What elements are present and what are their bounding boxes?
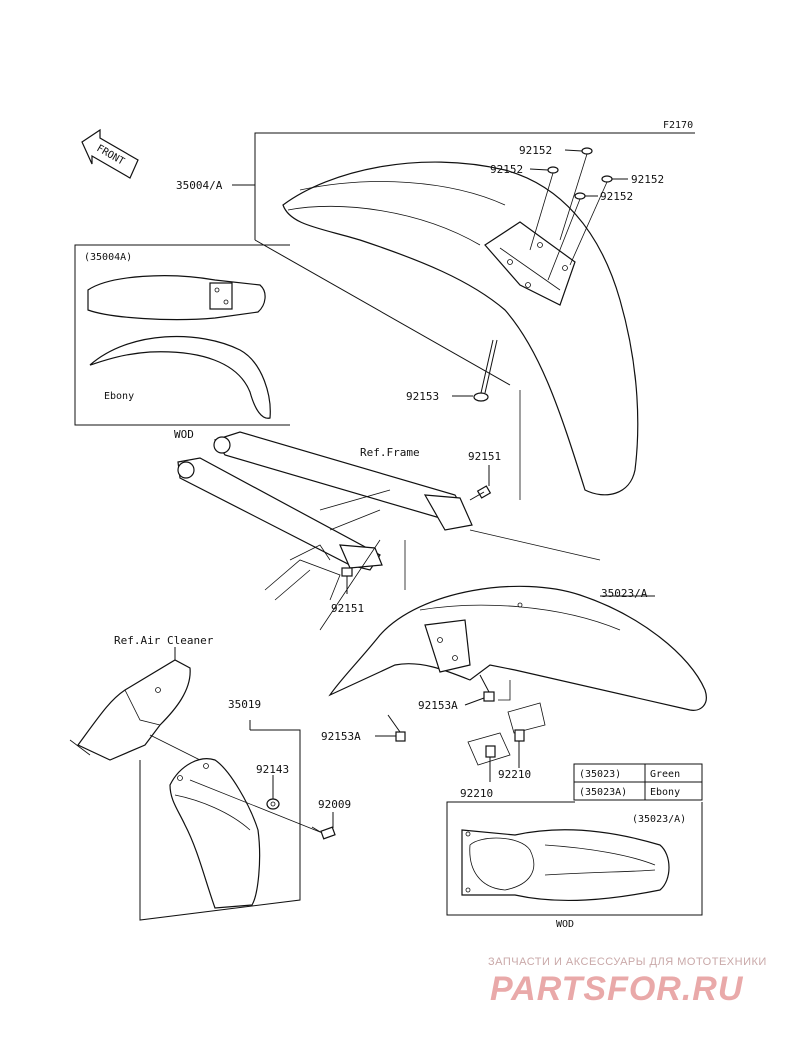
inset-35004A-caption: Ebony	[104, 391, 134, 402]
label-92009: 92009	[318, 798, 351, 811]
label-wod-top: WOD	[174, 428, 194, 441]
label-ref-frame: Ref.Frame	[360, 446, 420, 459]
label-35023A: 35023/A	[601, 587, 648, 600]
label-35004A: 35004/A	[176, 179, 223, 192]
watermark-brand: PARTSFOR.RU	[490, 970, 744, 1008]
color-table-code-1: (35023A)	[579, 787, 627, 798]
bolt-92153A-b	[387, 714, 406, 742]
ref-code: F2170	[663, 120, 693, 131]
label-35019: 35019	[228, 698, 261, 711]
inset-35004A: (35004A) Ebony	[74, 244, 290, 426]
front-arrow-icon: FRONT	[81, 128, 139, 179]
label-92152-c: 92152	[631, 173, 664, 186]
watermark: ЗАПЧАСТИ И АКСЕССУАРЫ ДЛЯ МОТОТЕХНИКИ PA…	[488, 956, 767, 1008]
label-wod-bottom: WOD	[556, 919, 574, 930]
color-table-color-0: Green	[650, 769, 680, 780]
bolt-92151-a	[469, 485, 492, 501]
front-fender	[282, 161, 639, 496]
rear-fender	[328, 585, 707, 711]
label-ref-air-cleaner: Ref.Air Cleaner	[114, 634, 214, 647]
air-cleaner-housing	[69, 659, 191, 761]
inset-35004A-title: (35004A)	[84, 252, 132, 263]
label-92152-a: 92152	[519, 144, 552, 157]
clip-92210-group	[467, 702, 546, 782]
mud-flap	[169, 758, 261, 909]
inset-35023A-title: (35023/A)	[632, 814, 686, 825]
watermark-tagline: ЗАПЧАСТИ И АКСЕССУАРЫ ДЛЯ МОТОТЕХНИКИ	[488, 956, 767, 968]
spacer-92143	[266, 798, 280, 810]
label-92151-a: 92151	[468, 450, 501, 463]
color-table-code-0: (35023)	[579, 769, 621, 780]
label-92153A-b: 92153A	[321, 730, 361, 743]
inset-35023A: (35023/A) WOD	[446, 801, 703, 930]
label-92210-a: 92210	[498, 768, 531, 781]
bolt-92153	[473, 339, 498, 402]
color-table: (35023) Green (35023A) Ebony	[573, 763, 703, 801]
label-92152-d: 92152	[600, 190, 633, 203]
label-92143: 92143	[256, 763, 289, 776]
label-92153A-a: 92153A	[418, 699, 458, 712]
label-92210-b: 92210	[460, 787, 493, 800]
label-92151-b: 92151	[331, 602, 364, 615]
label-92153: 92153	[406, 390, 439, 403]
bolt-92153A-a	[479, 674, 495, 702]
label-92152-b: 92152	[490, 163, 523, 176]
rear-subframe	[177, 431, 473, 601]
screw-92009	[311, 826, 336, 840]
bolt-92151-b	[341, 567, 353, 594]
washer-92152-group	[529, 147, 628, 281]
color-table-color-1: Ebony	[650, 787, 680, 798]
